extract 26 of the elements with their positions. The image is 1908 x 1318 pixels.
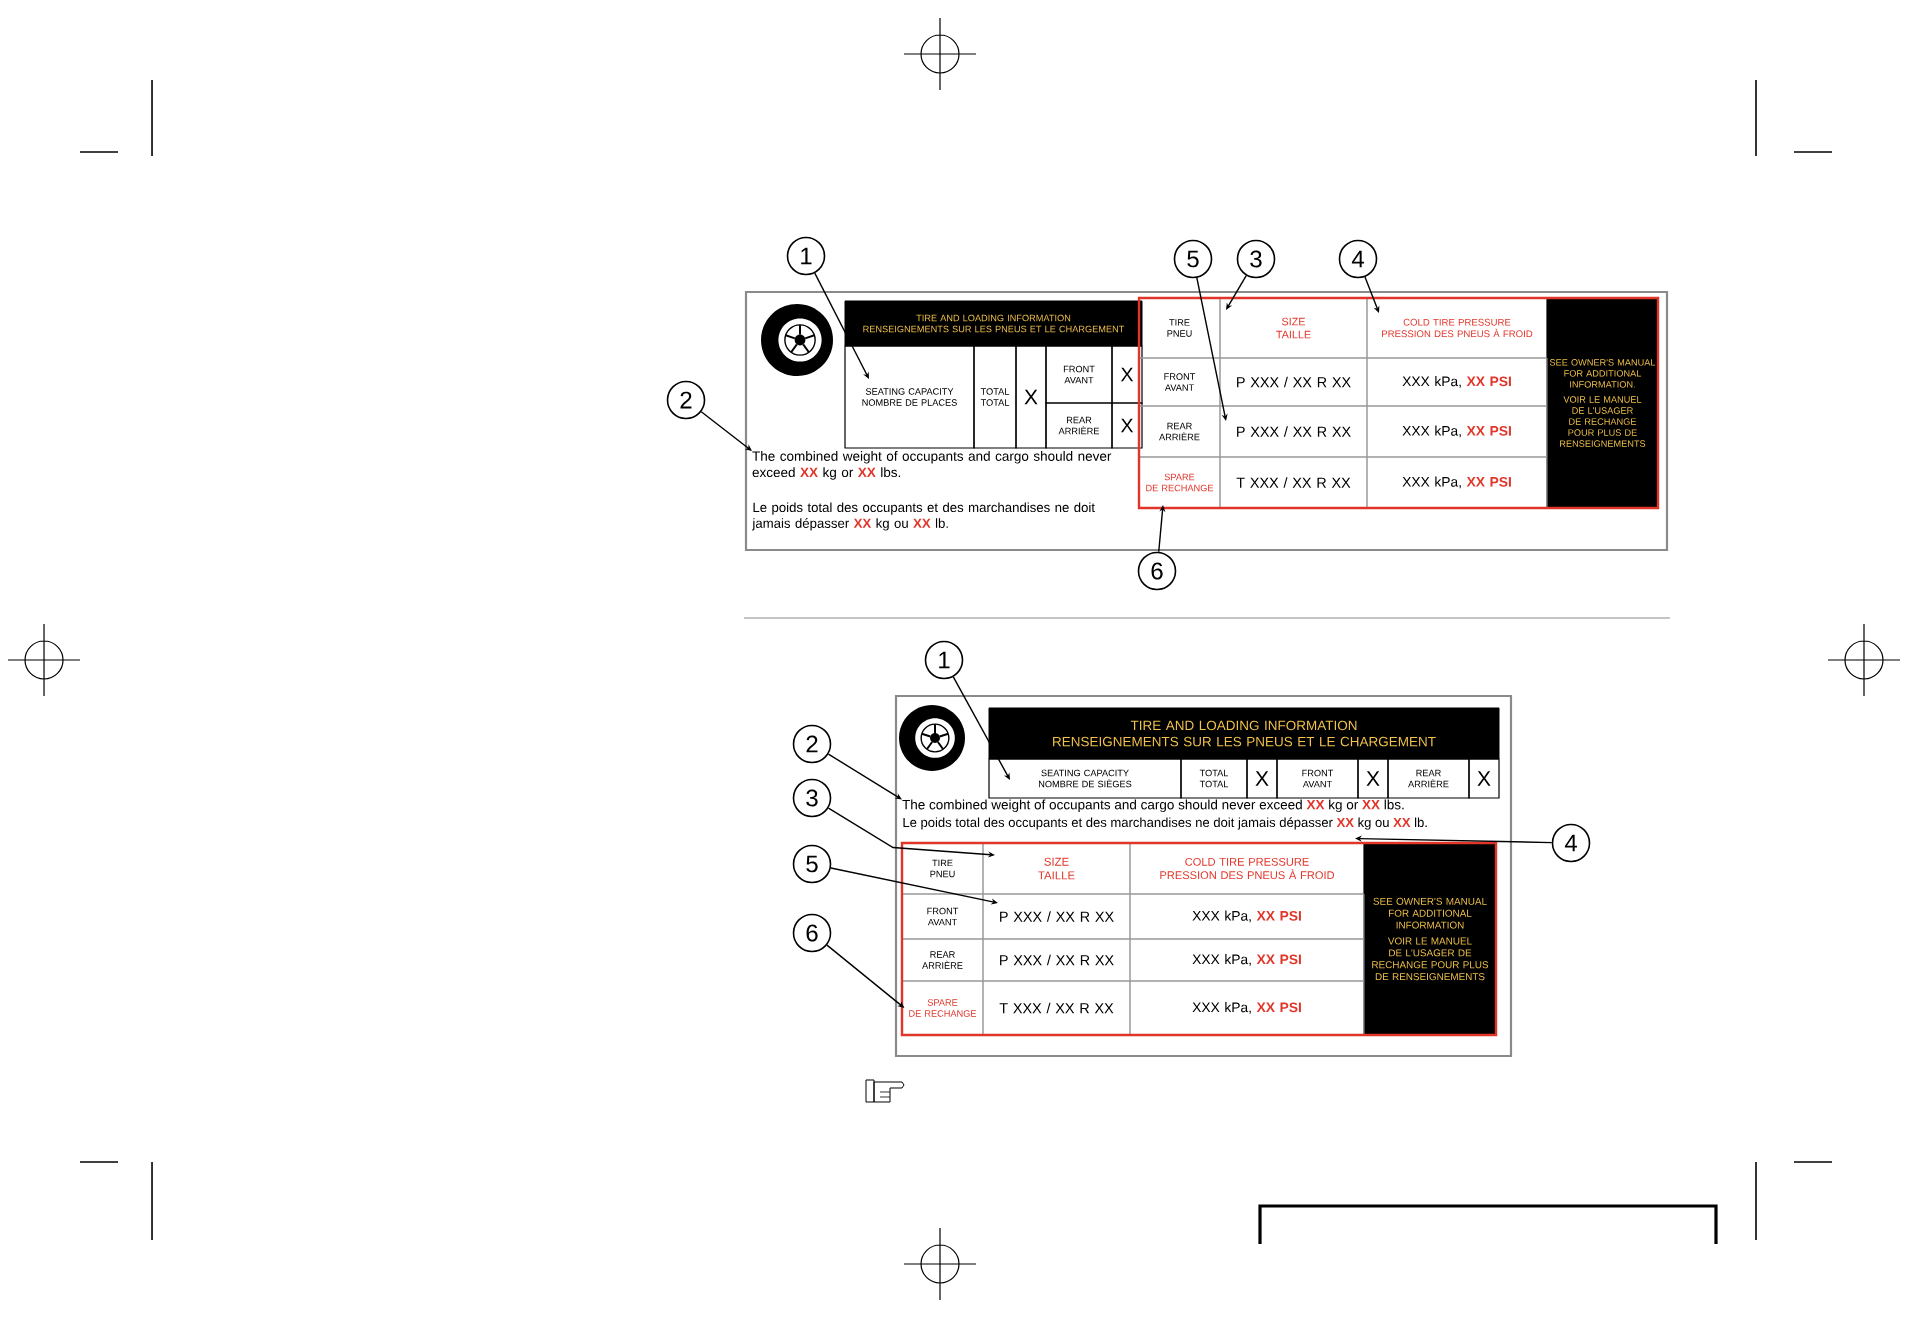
- callout-number: 2: [792, 724, 832, 764]
- callout-number: 4: [1338, 239, 1378, 279]
- leader-line: [1226, 274, 1247, 310]
- callout-number: 3: [1236, 239, 1276, 279]
- callout-number: 4: [1551, 823, 1591, 863]
- table-cell: X: [1468, 758, 1500, 799]
- callout-number: 1: [786, 236, 826, 276]
- callout-number: 3: [792, 778, 832, 818]
- table-cell: X: [1111, 345, 1143, 404]
- table-cell: X: [1015, 345, 1047, 449]
- leader-line: [700, 411, 752, 451]
- label-sticker: [744, 290, 1669, 552]
- callout-number: 6: [792, 913, 832, 953]
- table-cell: X: [1246, 758, 1278, 799]
- callout-number: 5: [1173, 239, 1213, 279]
- callout-number: 6: [1137, 551, 1177, 591]
- leader-line: [1196, 277, 1228, 421]
- callout-number: 1: [924, 640, 964, 680]
- leader-line: [830, 867, 998, 905]
- leader-line: [1364, 276, 1380, 313]
- label-sticker: [894, 694, 1513, 1058]
- table-cell: X: [1357, 758, 1389, 799]
- callout-number: 5: [792, 844, 832, 884]
- leader-line: [827, 753, 902, 800]
- callout-number: 2: [666, 380, 706, 420]
- table-cell: X: [1111, 402, 1143, 449]
